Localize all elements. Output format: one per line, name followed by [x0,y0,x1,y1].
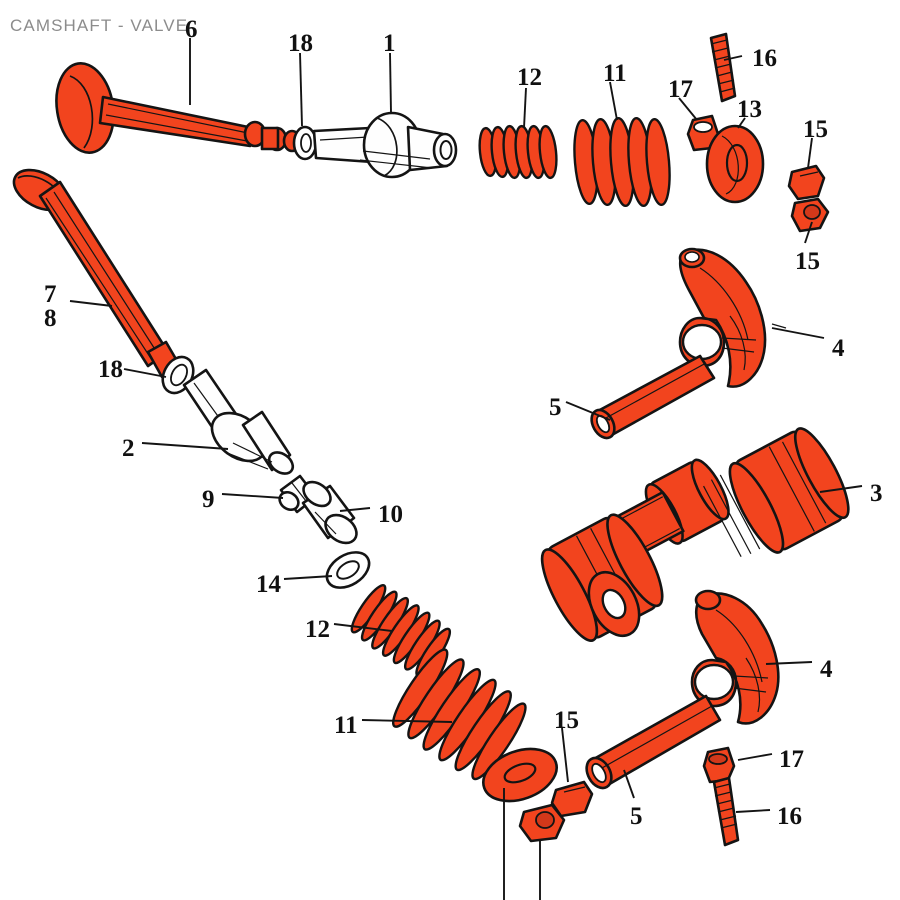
part-callout-2: 2 [122,435,135,462]
page-title: CAMSHAFT - VALVE [10,16,189,35]
part-6-intake-valve [55,62,302,154]
part-callout-5a: 5 [549,394,562,421]
part-callout-12b: 12 [305,616,330,643]
part-callout-4a: 4 [832,335,845,362]
part-callout-10: 10 [378,501,403,528]
part-callout-13: 13 [737,96,762,123]
part-11-valve-spring-outer-upper [573,116,671,208]
part-callout-6: 6 [185,16,198,43]
part-callout-5b: 5 [630,803,643,830]
part-callout-16b: 16 [777,803,802,830]
part-13-spring-retainer-upper [705,124,765,204]
part-3-camshaft [540,427,850,642]
part-callout-15b: 15 [795,248,820,275]
part-16-tappet-adjust-screw-lower [712,776,740,847]
part-15-valve-cotter-lower-a [550,780,594,818]
part-callout-18a: 18 [288,30,313,57]
part-5-rocker-arm-shaft-lower [585,694,722,790]
part-callout-15c: 15 [554,707,579,734]
part-4-rocker-arm-lower [690,589,780,725]
leader-lines [69,38,863,900]
part-1-valve-guide-upper [312,111,458,179]
part-11-valve-spring-outer-lower [391,648,527,781]
part-callout-78: 7 8 [44,281,57,332]
part-callout-17a: 17 [668,76,693,103]
part-callout-1: 1 [383,30,396,57]
part-15-valve-cotter-upper-a [787,164,826,201]
part-15-valve-cotter-upper-b [790,197,830,233]
part-5-rocker-arm-shaft-upper [590,354,716,440]
part-13-spring-retainer-lower [482,747,558,803]
part-callout-14: 14 [256,571,281,598]
part-callout-9: 9 [202,486,215,513]
part-callout-15a: 15 [803,116,828,143]
part-callout-11b: 11 [334,712,358,739]
part-callout-11a: 11 [603,60,627,87]
part-12-valve-spring-inner-upper [478,124,558,180]
part-18-valve-stem-o-ring-upper [292,125,318,161]
part-callout-17b: 17 [779,746,804,773]
part-callout-12a: 12 [517,64,542,91]
part-4-rocker-arm-upper [678,247,787,388]
part-10-valve-guide-seal [301,480,358,545]
part-16-tappet-adjust-screw-upper [709,32,737,103]
part-callout-3: 3 [870,480,883,507]
part-callout-4b: 4 [820,656,833,683]
part-callout-18b: 18 [98,356,123,383]
part-callout-16a: 16 [752,45,777,72]
part-15-valve-cotter-lower-b [518,803,566,843]
part-14-spring-seat-washer [325,551,371,589]
part-2-valve-guide-lower [182,368,295,475]
